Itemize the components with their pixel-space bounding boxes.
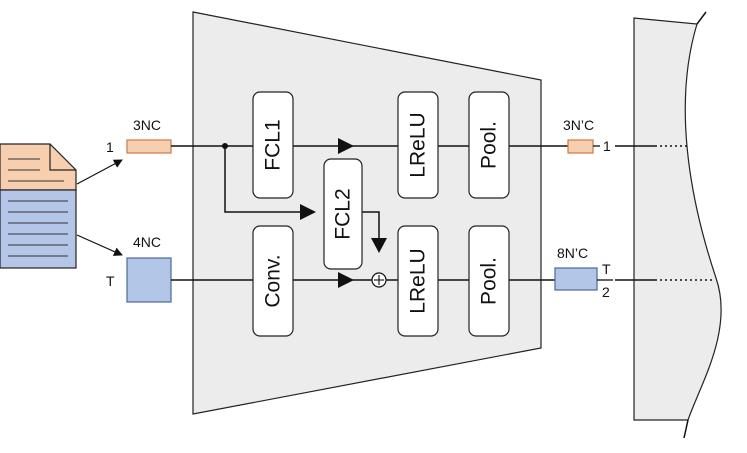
next-layer-panel <box>633 17 722 421</box>
conv-label: Conv. <box>262 254 285 307</box>
top-path-arrowhead <box>338 138 354 154</box>
pool-top-block: Pool. <box>468 91 510 199</box>
top-input-index-label: 1 <box>106 139 114 155</box>
pool-top-label: Pool. <box>478 121 501 169</box>
layer-panel <box>192 11 542 415</box>
document-icon <box>0 143 77 269</box>
fcl1-block: FCL1 <box>252 91 294 199</box>
next-layer-edge-bottom <box>683 419 689 439</box>
bottom-input-index-label: T <box>106 273 115 289</box>
bottom-output-dim-label: 8N’C <box>557 245 588 261</box>
pool-bottom-label: Pool. <box>478 257 501 305</box>
doc-to-top-input-arrow <box>76 159 123 185</box>
fcl2-label: FCL2 <box>332 188 355 239</box>
top-output-dim-label: 3N’C <box>563 117 594 133</box>
fcl2-block: FCL2 <box>323 158 363 270</box>
branch-to-fcl2-arrowhead <box>300 204 316 220</box>
bottom-output-den-label: 2 <box>602 284 610 300</box>
lrelu-top-block: LReLU <box>397 91 439 199</box>
conv-block: Conv. <box>252 225 294 337</box>
top-input-tensor <box>126 139 172 154</box>
bottom-output-num-label: T <box>602 261 611 277</box>
pool-bottom-block: Pool. <box>468 225 510 337</box>
bottom-input-dim-label: 4NC <box>133 234 161 250</box>
top-output-index-label: 1 <box>603 138 611 154</box>
lrelu-bottom-block: LReLU <box>397 225 439 337</box>
branch-to-fcl2-line <box>224 146 312 213</box>
lrelu-top-label: LReLU <box>407 112 430 177</box>
fcl1-label: FCL1 <box>262 119 285 170</box>
bottom-output-tensor <box>554 267 598 291</box>
fcl2-to-adder-arrowhead <box>371 238 387 253</box>
lrelu-bottom-label: LReLU <box>407 248 430 313</box>
next-layer-edge-top <box>696 11 707 25</box>
sum-node-icon <box>371 272 387 288</box>
top-input-dim-label: 3NC <box>133 117 161 133</box>
doc-to-bottom-input-arrow <box>76 234 123 256</box>
bottom-path-arrowhead <box>338 272 354 288</box>
fcl2-to-adder-line <box>361 211 380 248</box>
top-output-tensor <box>567 139 594 154</box>
bottom-input-tensor <box>126 257 172 303</box>
